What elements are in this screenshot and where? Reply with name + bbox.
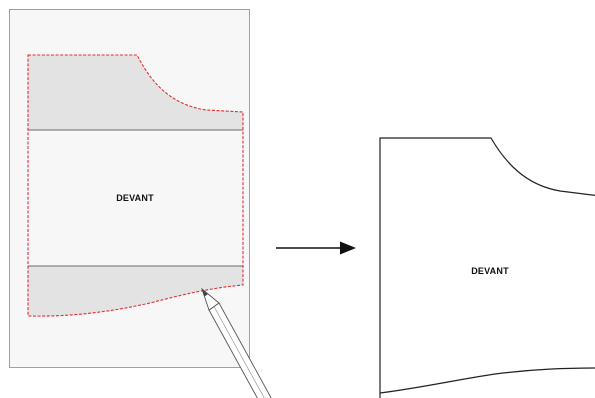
result-hem-curve	[379, 367, 595, 394]
right-piece-label: DEVANT	[471, 266, 509, 276]
pencil-icon	[201, 287, 272, 398]
arrow-right-icon	[276, 241, 356, 255]
left-pattern-sheet	[9, 9, 250, 368]
result-pattern-piece	[379, 137, 595, 398]
result-outline	[379, 137, 595, 398]
top-shaded-band	[28, 55, 243, 130]
cutting-outline	[27, 54, 244, 317]
left-piece-label: DEVANT	[116, 193, 154, 203]
bottom-shaded-band	[28, 266, 243, 317]
